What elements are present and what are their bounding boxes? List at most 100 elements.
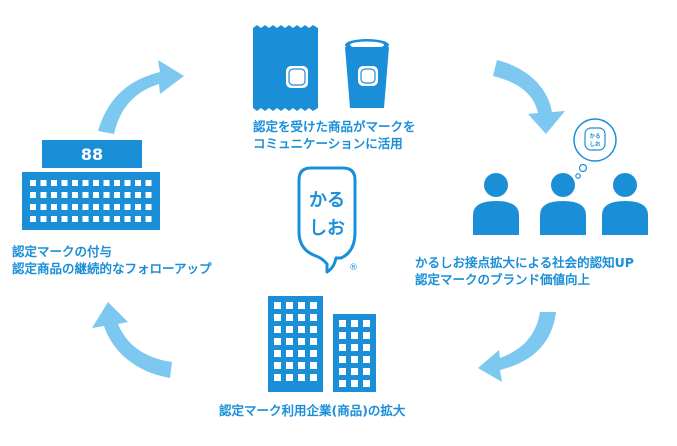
window bbox=[82, 216, 89, 222]
label-product-line-2: コミュニケーションに活用 bbox=[253, 136, 403, 151]
window bbox=[363, 320, 370, 327]
window bbox=[51, 216, 57, 222]
window bbox=[124, 180, 131, 186]
window bbox=[145, 180, 152, 186]
window bbox=[274, 350, 281, 357]
window bbox=[298, 314, 305, 321]
label-certification-line-1: 認定マークの付与 bbox=[12, 244, 113, 259]
window bbox=[351, 320, 358, 327]
window bbox=[30, 204, 36, 210]
window bbox=[82, 180, 89, 186]
window bbox=[339, 380, 346, 387]
window bbox=[298, 302, 305, 309]
window bbox=[72, 204, 78, 210]
window bbox=[114, 216, 120, 222]
window bbox=[82, 192, 89, 198]
window bbox=[274, 314, 281, 321]
window bbox=[135, 192, 141, 198]
window bbox=[274, 338, 281, 345]
window bbox=[310, 350, 317, 357]
window bbox=[51, 192, 57, 198]
window bbox=[274, 362, 281, 369]
window bbox=[124, 216, 131, 222]
headquarters-icon: 88 bbox=[22, 140, 160, 230]
window bbox=[135, 204, 141, 210]
window bbox=[72, 192, 78, 198]
label-product-usage: 認定を受けた商品がマークを コミュニケーションに活用 bbox=[253, 118, 416, 152]
window bbox=[135, 216, 141, 222]
window bbox=[51, 204, 57, 210]
window bbox=[351, 368, 358, 375]
window bbox=[103, 216, 110, 222]
window bbox=[310, 314, 317, 321]
window bbox=[310, 302, 317, 309]
window bbox=[310, 374, 317, 381]
arrow-top-left bbox=[98, 60, 184, 134]
window bbox=[61, 204, 68, 210]
karushio-logo: かる しお ® bbox=[297, 166, 358, 274]
window bbox=[114, 180, 120, 186]
label-product-line-1: 認定を受けた商品がマークを bbox=[253, 119, 416, 134]
window bbox=[72, 216, 78, 222]
window bbox=[93, 204, 99, 210]
window bbox=[310, 338, 317, 345]
arrow-bottom-left bbox=[92, 302, 172, 378]
window bbox=[124, 192, 131, 198]
label-companies: 認定マーク利用企業(商品)の拡大 bbox=[219, 402, 405, 419]
window bbox=[145, 216, 152, 222]
speech-bubble: かる しお bbox=[573, 118, 617, 179]
cup-icon bbox=[345, 39, 389, 108]
window bbox=[286, 374, 293, 381]
window bbox=[145, 192, 152, 198]
window bbox=[298, 350, 305, 357]
window bbox=[135, 180, 141, 186]
label-companies-line-1: 認定マーク利用企業(商品)の拡大 bbox=[219, 403, 406, 418]
window bbox=[103, 204, 110, 210]
window bbox=[286, 302, 293, 309]
arrow-bottom-right bbox=[478, 312, 556, 382]
window bbox=[363, 380, 370, 387]
window bbox=[61, 192, 68, 198]
window bbox=[363, 356, 370, 363]
window bbox=[298, 326, 305, 333]
window bbox=[339, 320, 346, 327]
window bbox=[93, 192, 99, 198]
window bbox=[51, 180, 57, 186]
window bbox=[310, 362, 317, 369]
window bbox=[351, 380, 358, 387]
people-icon bbox=[473, 173, 648, 235]
window bbox=[30, 216, 36, 222]
window bbox=[339, 332, 346, 339]
window bbox=[30, 192, 36, 198]
window bbox=[93, 180, 99, 186]
window bbox=[82, 204, 89, 210]
registered-mark: ® bbox=[349, 263, 358, 273]
window bbox=[286, 338, 293, 345]
window bbox=[40, 204, 47, 210]
window bbox=[124, 204, 131, 210]
window bbox=[286, 326, 293, 333]
package-icon bbox=[253, 25, 318, 111]
window bbox=[351, 344, 358, 351]
window bbox=[40, 216, 47, 222]
window bbox=[298, 338, 305, 345]
label-awareness-line-1: かるしお接点拡大による社会的認知UP bbox=[415, 255, 634, 270]
window bbox=[363, 368, 370, 375]
badge-text-bottom: しお bbox=[589, 141, 601, 148]
logo-text-top: かる bbox=[309, 190, 345, 211]
window bbox=[339, 356, 346, 363]
window bbox=[145, 204, 152, 210]
window bbox=[363, 344, 370, 351]
label-certification: 認定マークの付与 認定商品の継続的なフォローアップ bbox=[12, 243, 212, 277]
window bbox=[363, 332, 370, 339]
company-buildings-icon bbox=[268, 296, 376, 392]
window bbox=[351, 332, 358, 339]
window bbox=[114, 192, 120, 198]
window bbox=[274, 374, 281, 381]
building-windows bbox=[274, 302, 370, 387]
window bbox=[298, 374, 305, 381]
logo-text-bottom: しお bbox=[309, 218, 345, 239]
window bbox=[298, 362, 305, 369]
window bbox=[93, 216, 99, 222]
